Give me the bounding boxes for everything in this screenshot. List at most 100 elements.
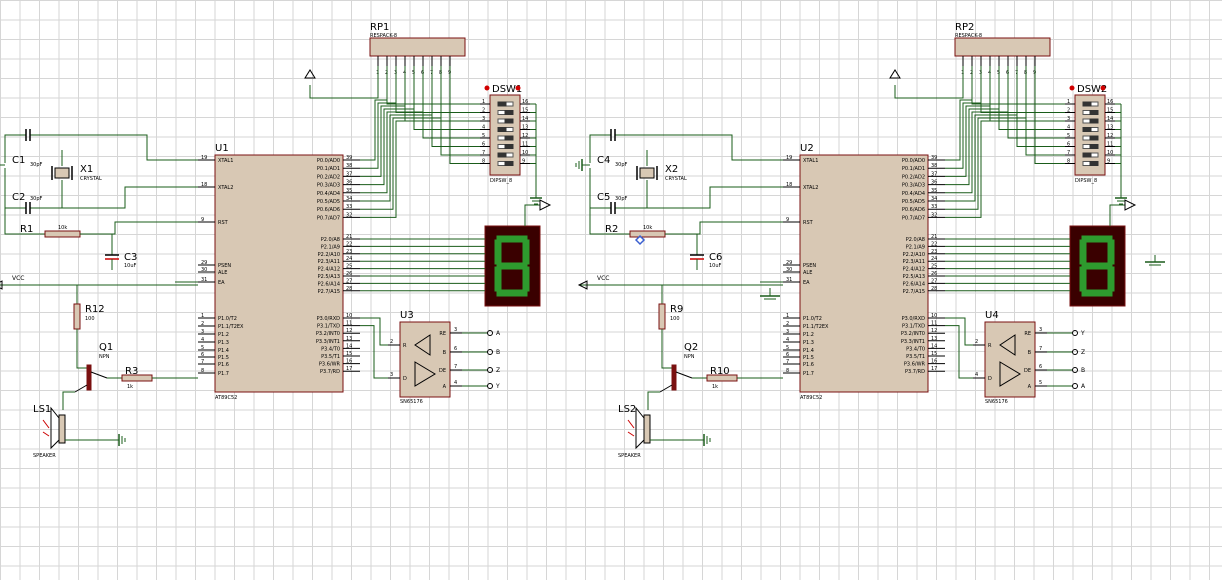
wire	[360, 105, 405, 177]
pin-name: B	[1028, 350, 1032, 356]
pin-name: RST	[218, 220, 229, 226]
pin-name: P2.6/A14	[318, 281, 340, 287]
pin-name: A	[443, 384, 447, 390]
anchor-marker	[634, 234, 646, 246]
pin-dot	[515, 85, 521, 91]
wire	[360, 317, 388, 346]
terminal-label: Y	[495, 383, 500, 390]
pin-name: XTAL2	[218, 185, 233, 191]
pin-name: P0.1/AD1	[317, 166, 340, 172]
pin-name: DE	[439, 368, 446, 374]
resistor-value: 100	[670, 316, 680, 322]
pin-number: 12	[1107, 133, 1113, 139]
terminal	[487, 367, 493, 373]
pin-number: 10	[522, 150, 528, 156]
resistor-value: 10k	[58, 225, 67, 231]
terminal-label: B	[496, 349, 500, 356]
pin-number: 19	[201, 155, 207, 161]
dip-toggle-knob	[1089, 118, 1099, 124]
wire	[360, 120, 450, 218]
capacitor-ref: C3	[124, 252, 137, 263]
pin-name: P1.5	[218, 355, 229, 361]
wire	[945, 120, 1035, 218]
wire	[360, 111, 423, 194]
resistor-value: 1k	[712, 384, 718, 390]
pin-number: 39	[931, 155, 937, 161]
pin-name: P2.3/A11	[318, 259, 340, 265]
pin-name: P0.6/AD6	[317, 207, 340, 213]
microcontroller-ref: U1	[215, 143, 229, 154]
pin-number: 1	[201, 313, 204, 319]
pin-number: 37	[346, 171, 352, 177]
pin-number: 2	[390, 339, 393, 345]
resistor-value: 10k	[643, 225, 652, 231]
pin-number: 2	[786, 321, 789, 327]
pin-number: 30	[786, 267, 792, 273]
pin-number: 38	[931, 163, 937, 169]
vcc-label: VCC	[597, 275, 609, 282]
pin-number: 11	[1107, 142, 1113, 148]
pin-name: P1.4	[803, 348, 814, 354]
pin-number: 15	[931, 351, 937, 357]
pin-name: P3.5/T1	[906, 354, 925, 360]
resistor-ref: R2	[605, 224, 618, 235]
pin-number: 16	[522, 99, 528, 105]
pin-name: P0.1/AD1	[902, 166, 925, 172]
wire	[80, 221, 198, 235]
pin-number: 7	[482, 150, 485, 156]
pin-number: 2	[482, 108, 485, 114]
pin-number: 37	[931, 171, 937, 177]
pin-name: R	[988, 343, 992, 349]
pin-number: 13	[931, 336, 937, 342]
pin-number: 13	[1107, 125, 1113, 131]
pin-name: P2.6/A14	[903, 281, 925, 287]
pin-number: 3	[390, 372, 393, 378]
transistor-base	[90, 371, 108, 379]
pin-number: 5	[482, 133, 485, 139]
pin-name: ALE	[803, 270, 812, 276]
display-segment	[522, 239, 530, 265]
pin-number: 17	[346, 366, 352, 372]
dip-toggle-knob	[1082, 101, 1092, 107]
pin-name: P0.2/AD2	[902, 174, 925, 180]
pin-number: 3	[1039, 327, 1042, 333]
dip-toggle-knob	[497, 127, 507, 132]
speaker-cone	[635, 406, 645, 450]
wire	[589, 208, 630, 235]
pin-name: P0.7/AD7	[317, 215, 340, 221]
pin-number: 10	[346, 313, 352, 319]
display-segment	[496, 289, 528, 297]
capacitor-ref: C1	[12, 155, 25, 166]
pin-name: P3.7/RD	[320, 369, 340, 375]
crystal-x2	[639, 167, 655, 179]
dip-toggle-knob	[1082, 152, 1092, 158]
pin-dot	[1069, 85, 1075, 91]
pin-number: 29	[786, 260, 792, 266]
pin-number: 8	[482, 159, 485, 165]
wire	[449, 66, 480, 164]
pin-number: 35	[931, 188, 937, 194]
terminal	[1072, 383, 1078, 389]
receiver-buffer	[999, 334, 1016, 356]
pin-number: 12	[931, 328, 937, 334]
wire	[360, 325, 388, 379]
pin-number: 12	[346, 328, 352, 334]
pin-name: P3.1/TXD	[902, 324, 925, 330]
pin-number: 15	[346, 351, 352, 357]
wire	[894, 66, 964, 99]
wire	[309, 66, 379, 99]
speaker-ls1	[58, 414, 66, 444]
pin-number: 28	[931, 286, 937, 292]
transceiver-u3	[399, 321, 451, 398]
wire	[360, 117, 441, 210]
transceiver-ref: U4	[985, 310, 999, 321]
pin-number: 18	[786, 182, 792, 188]
wire	[34, 134, 198, 161]
resistor-ref: R9	[670, 304, 683, 315]
wire	[619, 186, 783, 209]
pin-number: 9	[201, 217, 204, 223]
pin-name: P1.0/T2	[218, 316, 237, 322]
pin-number: 18	[201, 182, 207, 188]
